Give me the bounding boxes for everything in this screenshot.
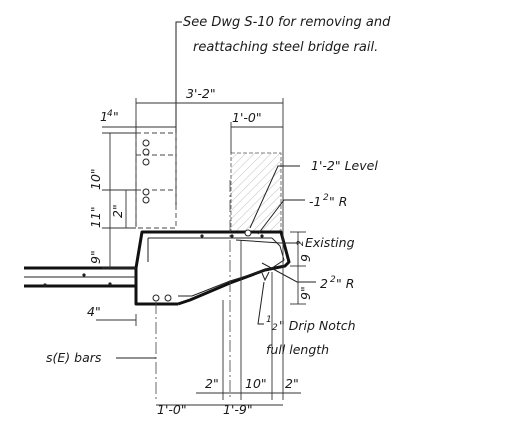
drip-notch: [261, 271, 270, 282]
dim-vert-10: 10": [88, 168, 103, 190]
dim-bottom-2-left: 2": [205, 376, 219, 391]
bottom-dimensions: [156, 392, 301, 406]
dim-horiz-4: 4": [87, 304, 101, 319]
dim-quarter-inch: 1 4 ": [100, 109, 119, 124]
dim-bottom-1-0: 1'-0": [157, 402, 187, 417]
callout-drip-notch: 1 2 " Drip Notch: [266, 315, 356, 333]
fraction-whole: -1: [309, 194, 321, 209]
extension-lines: [135, 98, 284, 400]
fraction-unit: ": [113, 109, 119, 124]
note-see-dwg-line1: See Dwg S-10 for removing and: [183, 15, 391, 30]
fraction-denominator: 2: [272, 323, 278, 333]
steel-bridge-rail: [135, 132, 177, 229]
concrete-section: [24, 229, 291, 306]
callout-drip-notch-line2: full length: [266, 342, 329, 357]
dim-vert-9-half: 9: [298, 254, 313, 262]
dim-vert-9-half-fraction: 2: [296, 240, 306, 246]
callout-level: 1'-2" Level: [311, 158, 378, 173]
top-dimensions: [102, 102, 283, 133]
callout-text: " R: [329, 194, 347, 209]
callout-existing: Existing: [305, 235, 355, 250]
dim-4-inch-lines: [96, 314, 137, 326]
right-vertical-dimensions: [290, 231, 306, 305]
fraction-denominator: 4: [107, 109, 113, 119]
dim-bottom-1-9: 1'-9": [223, 402, 253, 417]
dim-vert-11: 11": [88, 206, 103, 228]
dim-rail-width: 1'-0": [232, 110, 262, 125]
fraction-whole: 1: [100, 109, 108, 124]
callout-leaders: [116, 165, 316, 359]
dim-vert-9-right: 9": [298, 286, 313, 300]
dim-bottom-2-right: 2": [285, 376, 299, 391]
callout-text: " R: [336, 276, 354, 291]
fraction-denominator: 2: [330, 275, 336, 285]
fraction-denominator: 2: [323, 193, 329, 203]
callout-radius-1-half: -1 2 " R: [309, 193, 347, 209]
left-vertical-dimensions: [102, 132, 136, 269]
fraction-whole: 2: [320, 276, 328, 291]
callout-bars: s(E) bars: [46, 350, 102, 365]
dim-vert-2: 2": [110, 204, 125, 218]
dim-vert-9-left: 9": [88, 250, 103, 264]
callout-radius-2-half: 2 2 " R: [320, 275, 354, 291]
dim-bottom-10: 10": [245, 376, 267, 391]
fraction-numerator: 1: [266, 315, 272, 325]
existing-curb-outline: [230, 152, 282, 234]
note-see-dwg-line2: reattaching steel bridge rail.: [193, 40, 378, 55]
callout-drip-notch-line1: " Drip Notch: [279, 318, 356, 333]
dim-top-overall: 3'-2": [186, 86, 216, 101]
note-leader: [175, 21, 182, 205]
